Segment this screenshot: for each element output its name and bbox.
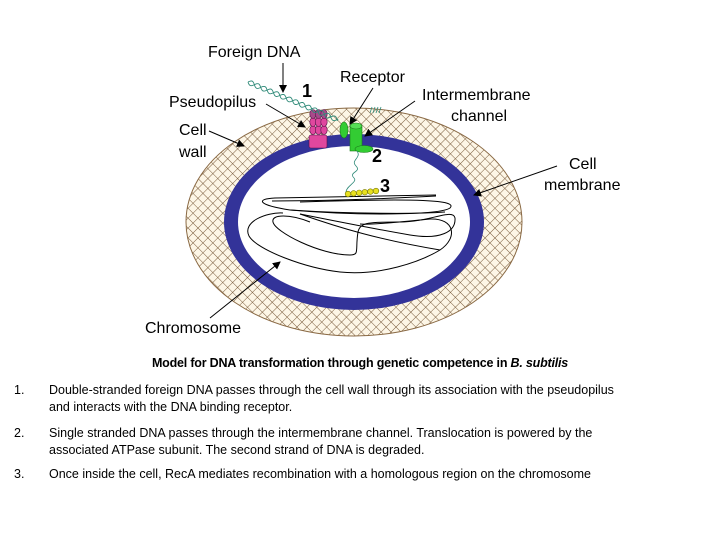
cytoplasm	[238, 146, 470, 298]
reca-bead	[367, 188, 374, 195]
label-cell-membrane-1: Cell	[569, 156, 597, 173]
chromosome	[247, 194, 456, 274]
step-marker-2: 2	[372, 146, 382, 166]
arrow-cell-membrane	[473, 165, 558, 197]
step-number: 3.	[14, 467, 25, 481]
label-receptor: Receptor	[340, 69, 406, 86]
arrow-receptor	[349, 87, 374, 125]
wall-bristles	[369, 106, 382, 114]
label-chromosome: Chromosome	[145, 320, 241, 337]
caption-text: Model for DNA transformation through gen…	[151, 356, 511, 370]
helix-strand	[247, 80, 339, 122]
reca-beads	[344, 187, 380, 198]
foreign-dna-helix	[247, 80, 339, 122]
reca-bead	[356, 189, 363, 196]
reca-bead	[350, 190, 357, 197]
arrow-cell-wall	[208, 130, 245, 147]
reca-bead	[372, 187, 380, 195]
label-intermembrane-2: channel	[451, 108, 507, 125]
step-marker-1: 1	[302, 81, 312, 101]
label-cell-wall-2: wall	[178, 144, 207, 161]
label-pseudopilus: Pseudopilus	[169, 94, 256, 111]
intermembrane-channel	[349, 122, 374, 153]
step-text-line: Once inside the cell, RecA mediates reco…	[49, 467, 591, 481]
figure-caption: Model for DNA transformation through gen…	[0, 356, 720, 370]
reca-bead	[344, 190, 352, 198]
step-text-line: Single stranded DNA passes through the i…	[49, 426, 593, 440]
single-strand-dna	[345, 150, 359, 193]
reca-bead	[361, 189, 368, 196]
arrow-chromosome	[209, 261, 281, 319]
step-marker-3: 3	[380, 176, 390, 196]
label-cell-membrane-2: membrane	[544, 177, 621, 194]
label-cell-wall-1: Cell	[179, 122, 207, 139]
step-text-line: associated ATPase subunit. The second st…	[49, 443, 425, 457]
receptor	[339, 121, 349, 139]
step-number: 1.	[14, 383, 25, 397]
label-intermembrane-1: Intermembrane	[422, 87, 531, 104]
arrow-pseudopilus	[265, 103, 306, 128]
step-number: 2.	[14, 426, 25, 440]
pseudopilus	[308, 109, 328, 149]
caption-species: B. subtilis	[510, 356, 569, 370]
arrow-intermembrane	[364, 100, 416, 137]
step-text-line: and interacts with the DNA binding recep…	[49, 400, 293, 414]
competence-diagram: 1 2 3 Foreign DNA Receptor Pseudopilus I…	[145, 44, 621, 337]
label-foreign-dna: Foreign DNA	[208, 44, 301, 61]
helix-strand	[247, 81, 339, 121]
step-text-line: Double-stranded foreign DNA passes throu…	[49, 383, 614, 397]
